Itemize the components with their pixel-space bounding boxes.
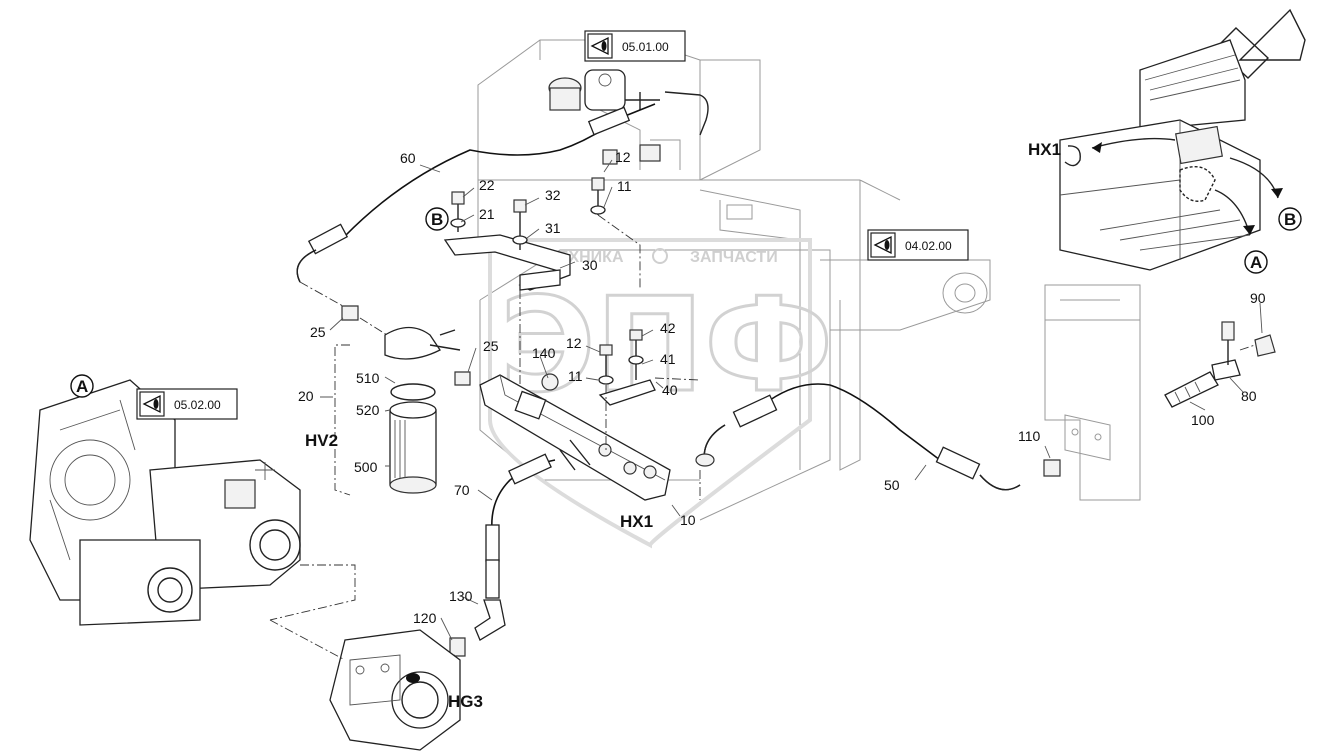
- tank-top-fittings: [548, 69, 709, 165]
- part-number-30: 30: [582, 257, 598, 273]
- part-number-130: 130: [449, 588, 473, 604]
- callout-a-left[interactable]: A: [70, 374, 94, 398]
- part-number-90: 90: [1250, 290, 1266, 306]
- part-number-520: 520: [356, 402, 380, 418]
- part-number-20: 20: [298, 388, 314, 404]
- view-ref-code: 04.02.00: [905, 239, 952, 253]
- manifold-hx1: [454, 371, 671, 501]
- view-ref-05-01-00[interactable]: 05.01.00: [584, 30, 686, 62]
- part-number-120: 120: [413, 610, 437, 626]
- part-number-60: 60: [400, 150, 416, 166]
- pump-assembly-left: [29, 379, 356, 626]
- leader-lines: [320, 159, 1263, 641]
- svg-text:A: A: [76, 377, 88, 396]
- part-number-500: 500: [354, 459, 378, 475]
- part-number-140: 140: [532, 345, 556, 361]
- part-number-41: 41: [660, 351, 676, 367]
- part-number-21: 21: [479, 206, 495, 222]
- watermark: ТЕХНИКА ЗАПЧАСТИ ЭПФ: [488, 238, 835, 549]
- part-number-12b: 12: [566, 335, 582, 351]
- hose-60: [296, 103, 656, 283]
- part-number-31: 31: [545, 220, 561, 236]
- part-number-25b: 25: [483, 338, 499, 354]
- eye-icon: [873, 235, 892, 255]
- watermark-logo: ЭПФ: [500, 269, 833, 421]
- callout-a-right[interactable]: A: [1244, 250, 1268, 274]
- inset-machine: [1059, 8, 1306, 271]
- part-number-11a: 11: [617, 178, 632, 194]
- eye-icon: [590, 36, 609, 56]
- part-number-510: 510: [356, 370, 380, 386]
- view-ref-04-02-00[interactable]: 04.02.00: [867, 229, 969, 261]
- part-number-80: 80: [1241, 388, 1257, 404]
- hose-50: [695, 383, 1061, 500]
- assembly-label-hv2: HV2: [305, 431, 338, 450]
- assembly-label-hg3: HG3: [448, 692, 483, 711]
- part-number-40: 40: [662, 382, 678, 398]
- part-number-32: 32: [545, 187, 561, 203]
- part-number-22: 22: [479, 177, 495, 193]
- filter-assembly-hv2: [299, 281, 461, 496]
- svg-text:B: B: [1284, 210, 1296, 229]
- pump-hg3: [269, 619, 461, 751]
- bracket-40: [598, 329, 701, 450]
- eye-icon: [142, 394, 161, 414]
- part-number-10: 10: [680, 512, 696, 528]
- hose-70: [429, 453, 556, 666]
- part-number-25a: 25: [310, 324, 326, 340]
- assembly-label-hx1: HX1: [620, 512, 653, 531]
- gear-icon: [652, 248, 668, 264]
- assembly-label-hx1-inset: HX1: [1028, 140, 1061, 159]
- svg-text:B: B: [431, 210, 443, 229]
- part-number-70: 70: [454, 482, 470, 498]
- callout-b-left[interactable]: B: [425, 207, 449, 231]
- part-number-100: 100: [1191, 412, 1215, 428]
- part-numbers: 60 22 21 32 31 12 11 30 25 25 140 12 11 …: [298, 149, 1266, 626]
- watermark-line2: ЗАПЧАСТИ: [690, 249, 778, 266]
- bracket-30: [443, 177, 641, 390]
- view-ref-code: 05.02.00: [174, 398, 221, 412]
- svg-text:A: A: [1250, 253, 1262, 272]
- view-ref-05-02-00[interactable]: 05.02.00: [136, 388, 238, 420]
- part-number-12a: 12: [615, 149, 631, 165]
- part-number-110: 110: [1018, 428, 1041, 444]
- view-ref-code: 05.01.00: [622, 40, 669, 54]
- fittings-80-90-100: [1164, 321, 1276, 408]
- part-number-50: 50: [884, 477, 900, 493]
- part-number-11b: 11: [568, 368, 583, 384]
- part-number-42: 42: [660, 320, 676, 336]
- callout-b-right[interactable]: B: [1278, 207, 1302, 231]
